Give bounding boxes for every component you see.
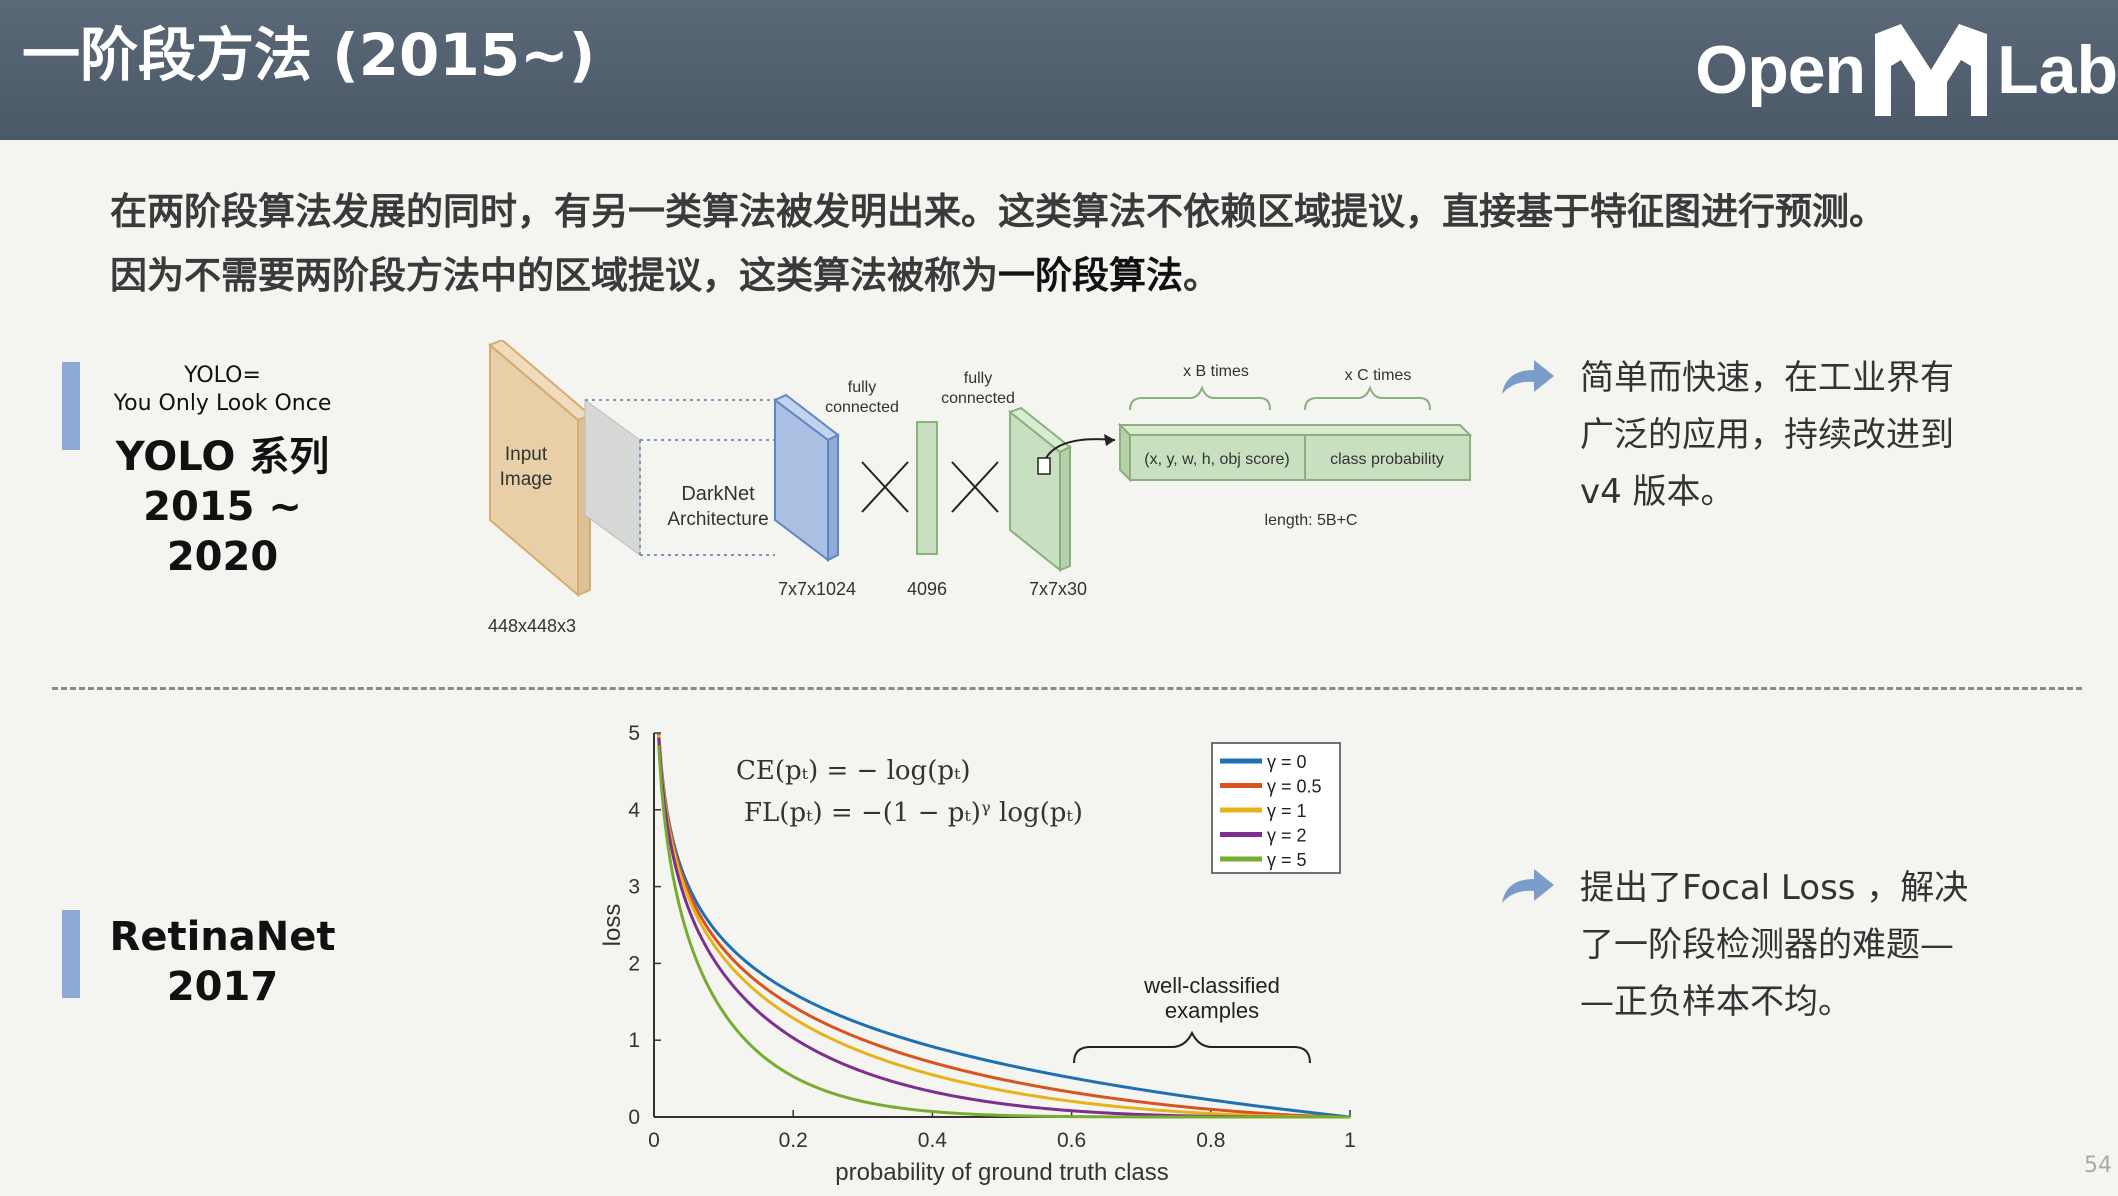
x-tick-label: 1 [1344, 1129, 1356, 1152]
length-label: length: 5B+C [1265, 512, 1358, 529]
intro-paragraph: 在两阶段算法发展的同时，有另一类算法被发明出来。这类算法不依赖区域提议，直接基于… [110, 180, 2070, 308]
x-axis-label: probability of ground truth class [835, 1159, 1169, 1186]
fc-vector-4096 [916, 421, 938, 555]
page-number: 54 [2084, 1153, 2112, 1178]
input-label-2: Image [500, 469, 553, 490]
intro-term-one-stage: 一阶段算法 [998, 254, 1183, 297]
yolo-note: 简单而快速，在工业界有 广泛的应用，持续改进到 v4 版本。 [1580, 350, 2100, 521]
fc1-label-2: connected [825, 399, 899, 416]
retina-name: RetinaNet [109, 914, 336, 960]
series-line-0-5 [657, 733, 1351, 1119]
retina-note-2: 了一阶段检测器的难题— [1580, 925, 1954, 965]
yolo-label-block: YOLO= You Only Look Once YOLO 系列 2015 ~ … [95, 362, 350, 582]
openmmlab-logo: Open Lab [1695, 20, 2118, 120]
output-size-label: 7x7x30 [1029, 579, 1087, 599]
b-times-label: x B times [1183, 363, 1249, 380]
input-label-1: Input [505, 444, 548, 465]
box-vector-label: (x, y, w, h, obj score) [1144, 451, 1290, 468]
annotation-line-1: well-classified [1143, 973, 1280, 998]
class-vector-segment [1304, 434, 1471, 481]
yolo-arrow-icon [1502, 360, 1554, 394]
chart-legend: γ = 0 γ = 0.5 γ = 1 γ = 2 γ = 5 [1211, 742, 1341, 874]
gray-intermediate-slab [584, 399, 641, 556]
yolo-architecture-diagram: Input Image 448x448x3 DarkNet Architectu… [488, 340, 1473, 636]
retina-label-block: RetinaNet 2017 [95, 912, 350, 1012]
fc2-label-2: connected [941, 390, 1015, 407]
y-axis-label: loss [599, 904, 626, 947]
chart-curves [657, 732, 1351, 1119]
legend-label: γ = 0.5 [1267, 777, 1322, 797]
retina-note-3: —正负样本不均。 [1580, 982, 1852, 1022]
intro-line-1: 在两阶段算法发展的同时，有另一类算法被发明出来。这类算法不依赖区域提议，直接基于… [110, 190, 1886, 233]
y-tick-label: 3 [628, 876, 640, 899]
c-times-label: x C times [1345, 367, 1412, 384]
legend-label: γ = 1 [1267, 801, 1307, 821]
focal-loss-chart: 0 0.2 0.4 0.6 0.8 1 0 1 2 3 4 5 probability of groun… [599, 722, 1356, 1186]
retina-arrow-icon [1502, 869, 1554, 903]
series-line-0 [657, 732, 1351, 1119]
x-tick-label: 0.6 [1057, 1129, 1086, 1152]
retina-note-1: 提出了Focal Loss ，解决 [1580, 868, 1969, 908]
yolo-acronym-2: You Only Look Once [113, 391, 332, 416]
x-tick-label: 0.8 [1196, 1129, 1225, 1152]
intro-line-2-c: 。 [1183, 254, 1220, 297]
yolo-note-1: 简单而快速，在工业界有 [1580, 358, 1954, 398]
series-line-1 [657, 735, 1350, 1119]
yolo-accent-bar [62, 362, 80, 450]
intro-line-2-a: 因为不需要两阶段方法中的区域提议，这类算法被称为 [110, 254, 998, 297]
y-tick-label: 2 [628, 952, 640, 975]
yolo-years: 2015 ~ 2020 [143, 484, 302, 580]
logo-text-lab: Lab [1997, 32, 2118, 108]
yolo-note-3: v4 版本。 [1580, 472, 1735, 512]
yolo-name: YOLO 系列 [115, 434, 330, 480]
fc1-label-1: fully [848, 379, 876, 396]
y-tick-label: 4 [628, 799, 640, 822]
input-size-label: 448x448x3 [488, 616, 576, 636]
fc2-label-1: fully [964, 370, 992, 387]
box-vector-segment [1129, 434, 1306, 481]
mm-logo-icon [1875, 24, 1988, 116]
retina-year: 2017 [166, 964, 279, 1010]
chart-axes: 0 0.2 0.4 0.6 0.8 1 0 1 2 3 4 5 probability of groun… [599, 722, 1356, 1186]
logo-text-open: Open [1695, 32, 1866, 108]
legend-label: γ = 2 [1267, 826, 1307, 846]
x-tick-label: 0.4 [918, 1129, 948, 1152]
intro-line-2: 因为不需要两阶段方法中的区域提议，这类算法被称为一阶段算法。 [110, 244, 2070, 308]
y-tick-label: 0 [628, 1106, 640, 1129]
well-classified-brace [1073, 1030, 1311, 1064]
y-tick-label: 1 [628, 1029, 640, 1052]
legend-label: γ = 5 [1267, 850, 1307, 870]
slide-title: 一阶段方法 (2015~) [22, 21, 596, 89]
x-tick-label: 0 [648, 1129, 660, 1152]
series-line-5 [657, 745, 1350, 1119]
class-vector-label: class probability [1330, 451, 1444, 468]
y-tick-label: 5 [628, 722, 640, 745]
retina-accent-bar [62, 910, 80, 998]
feature-size-label: 7x7x1024 [778, 579, 856, 599]
header-bar: 一阶段方法 (2015~) Open Lab [0, 0, 2118, 140]
fc-size-label: 4096 [907, 579, 947, 599]
annotation-line-2: examples [1165, 998, 1259, 1023]
formula-fl: FL(pₜ) = −(1 − pₜ)ᵞ log(pₜ) [744, 798, 1083, 828]
formula-ce: CE(pₜ) = − log(pₜ) [736, 756, 971, 786]
section-divider [52, 687, 2082, 690]
darknet-label-2: Architecture [667, 509, 768, 530]
yolo-acronym-1: YOLO= [184, 363, 261, 388]
retina-note: 提出了Focal Loss ，解决 了一阶段检测器的难题— —正负样本不均。 [1580, 860, 2100, 1031]
yolo-note-2: 广泛的应用，持续改进到 [1580, 415, 1954, 455]
legend-label: γ = 0 [1267, 752, 1307, 772]
darknet-label-1: DarkNet [681, 483, 755, 505]
x-tick-label: 0.2 [779, 1129, 808, 1152]
